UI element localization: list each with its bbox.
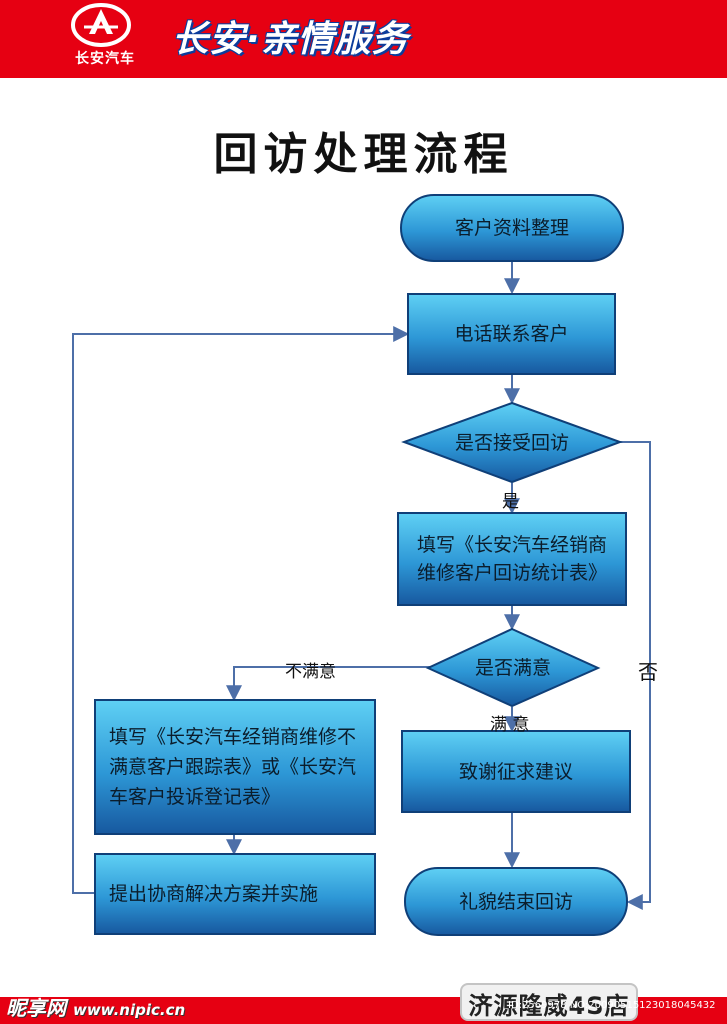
node-propose-shape bbox=[94, 853, 376, 935]
node-complaint-shape bbox=[94, 699, 376, 835]
node-end-shape bbox=[404, 867, 628, 936]
node-satisfied: 是否满意 bbox=[474, 656, 551, 679]
node-satisfied-shape bbox=[425, 627, 601, 708]
node-fill-stats-shape bbox=[397, 512, 627, 606]
node-propose: 提出协商解决方案并实施 bbox=[109, 883, 319, 905]
node-call-shape bbox=[407, 293, 616, 375]
node-organize-shape bbox=[400, 194, 624, 262]
edge-accept-no-end bbox=[620, 441, 651, 910]
node-accept: 是否接受回访 bbox=[454, 431, 569, 454]
edge-label-satisfied: 满 意 bbox=[490, 715, 530, 735]
node-thanks: 致谢征求建议 bbox=[458, 760, 573, 783]
edge-label-no: 否 bbox=[638, 660, 658, 684]
page-title: 回访处理流程 bbox=[213, 129, 514, 180]
watermark-nipic: 昵享网 www.nipic.cn bbox=[6, 992, 185, 1021]
edge-satisfied-no-complaint bbox=[226, 666, 430, 702]
node-fill-complaint: 填写《长安汽车经销商维修不满意客户跟踪表》或《长安汽车客户投诉登记表》 bbox=[109, 726, 357, 808]
edge-label-yes: 是 bbox=[502, 492, 519, 512]
node-organize: 客户资料整理 bbox=[454, 217, 569, 239]
node-thanks-shape bbox=[401, 730, 631, 813]
node-accept-shape bbox=[401, 401, 623, 484]
image-id: ID:2569978 NO:20090515123018045432 bbox=[508, 1000, 716, 1011]
node-fill-stats: 填写《长安汽车经销商维修客户回访统计表》 bbox=[416, 534, 607, 584]
watermark-cn: 昵享网 bbox=[6, 996, 66, 1020]
store-name: 济源隆威4S店 bbox=[468, 992, 630, 1020]
node-call: 电话联系客户 bbox=[454, 323, 569, 345]
edge-propose-call bbox=[72, 326, 410, 894]
store-badge bbox=[460, 983, 638, 1021]
brand-slogan: 长安·亲情服务 bbox=[172, 19, 409, 60]
watermark-url: www.nipic.cn bbox=[72, 1001, 186, 1019]
changan-logo-icon bbox=[71, 3, 131, 47]
logo-text: 长安汽车 bbox=[75, 51, 135, 67]
edge-label-unsatisfied: 不满意 bbox=[285, 662, 336, 682]
node-end: 礼貌结束回访 bbox=[458, 890, 573, 913]
